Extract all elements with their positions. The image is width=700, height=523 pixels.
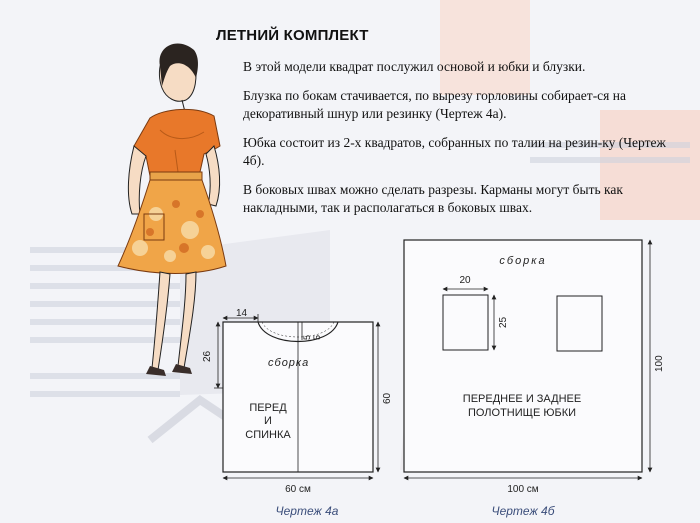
skirt-panel (403, 239, 643, 473)
pocket-width-label: 20 (459, 275, 471, 286)
neck-depth-label: 5 (302, 335, 312, 340)
paragraph-4: В боковых швах можно сделать разрезы. Ка… (243, 182, 623, 215)
caption-a: Чертеж 4а (276, 504, 339, 518)
figure-head (158, 43, 198, 117)
width-label-a: 60 см (285, 484, 311, 495)
paragraph-1: В этой модели квадрат послужил основой и… (243, 59, 586, 74)
paragraph-3: Юбка состоит из 2-х квадратов, собранных… (243, 135, 666, 168)
caption-b: Чертеж 4б (492, 504, 556, 518)
neck-height-label: 26 (202, 350, 213, 362)
body-text: В этой модели квадрат послужил основой и… (243, 58, 668, 228)
drawing-4b: сборка 20 25 ПЕРЕДНЕЕ И ЗАДНЕЕ ПОЛОТНИЩЕ… (403, 239, 665, 518)
panel-label-a-1: ПЕРЕД (249, 402, 287, 414)
width-label-b: 100 см (507, 484, 538, 495)
panel-label-a-3: СПИНКА (245, 429, 291, 441)
pocket-height-label: 25 (498, 316, 509, 328)
drawing-4a: 14 26 5 5 сборка ПЕРЕД И СПИНКА 60 60 см… (202, 308, 393, 518)
height-label-a: 60 (382, 392, 393, 404)
panel-label-b-1: ПЕРЕДНЕЕ И ЗАДНЕЕ (463, 393, 581, 405)
pocket-right (556, 295, 603, 352)
shoes (146, 364, 192, 376)
skirt-pocket (143, 213, 165, 241)
pocket-left (442, 294, 489, 351)
gather-label-b: сборка (499, 255, 546, 267)
height-label-b: 100 (654, 355, 665, 372)
neckline-curve (257, 321, 339, 342)
neck-depth-label-2: 5 (312, 335, 322, 340)
paragraph-2: Блузка по бокам стачивается, по вырезу г… (243, 88, 626, 121)
panel-label-b-2: ПОЛОТНИЩЕ ЮБКИ (468, 407, 576, 419)
arm-left (127, 145, 147, 215)
page-title: ЛЕТНИЙ КОМПЛЕКТ (216, 27, 369, 44)
neck-width-label: 14 (236, 308, 248, 319)
gather-label-a: сборка (268, 357, 309, 369)
panel-label-a-2: И (264, 415, 272, 427)
